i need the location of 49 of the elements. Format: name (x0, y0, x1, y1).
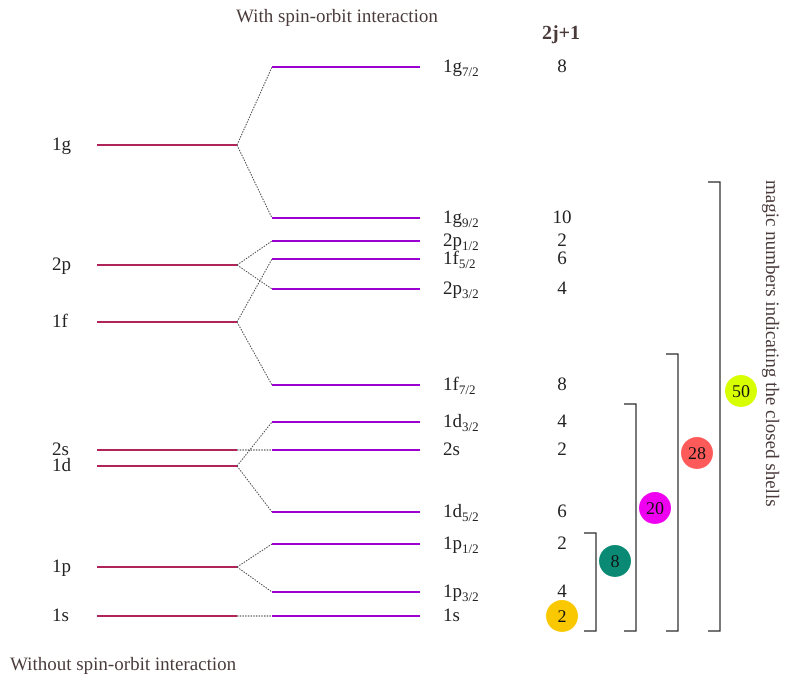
magic-number-circle: 28 (681, 437, 713, 469)
caption-text: With spin-orbit interaction (236, 6, 438, 28)
level-label: 1p$_{3/2}$ (443, 584, 480, 600)
level-label: 1g$_{9/2}$ (443, 210, 480, 226)
connector-line (236, 66, 272, 146)
level-label: 1d$_{5/2}$ (443, 504, 480, 520)
magic-number-circle: 8 (599, 545, 631, 577)
level-label: 2p$_{3/2}$ (443, 281, 480, 297)
degeneracy-value: 4 (556, 582, 568, 602)
connector-line (236, 144, 272, 218)
level-label: 1f (52, 314, 69, 330)
level-label: 1g$_{7/2}$ (443, 59, 480, 75)
level-label: 1s (52, 608, 70, 624)
magic-number-circle: 2 (546, 600, 578, 632)
connector-line (236, 566, 272, 592)
level-label: 1d$_{3/2}$ (443, 414, 480, 430)
connector-line (236, 466, 272, 512)
level-label: 2s (443, 442, 461, 458)
magic-number-circle: 50 (725, 375, 757, 407)
connector-line (236, 322, 272, 386)
level-label: 1f$_{5/2}$ (443, 251, 476, 267)
level-label: 1f$_{7/2}$ (443, 377, 476, 393)
degeneracy-value: 10 (552, 208, 572, 228)
level-label: 2p$_{1/2}$ (443, 233, 480, 249)
level-label: 2s (52, 442, 69, 458)
level-label: 1p$_{1/2}$ (443, 536, 480, 552)
column-heading: 2j+1 (542, 22, 580, 45)
degeneracy-value: 4 (556, 412, 568, 432)
level-label: 1p (52, 559, 72, 575)
caption-text: Without spin-orbit interaction (10, 654, 236, 676)
connector-line (236, 422, 272, 466)
connector-line (236, 264, 272, 290)
degeneracy-value: 2 (556, 440, 568, 460)
degeneracy-value: 2 (556, 231, 568, 251)
connector-line (236, 258, 272, 322)
level-label: 1d (52, 458, 72, 474)
level-label: 2p (52, 257, 72, 273)
connector-line (236, 544, 272, 568)
degeneracy-value: 8 (556, 57, 568, 77)
degeneracy-value: 2 (556, 534, 568, 554)
magic-number-circle: 20 (639, 492, 671, 524)
level-label: 1g (52, 137, 72, 153)
degeneracy-value: 6 (556, 249, 568, 269)
caption-text: magic numbers indicating the closed shells (760, 180, 782, 507)
level-label: 1s (443, 608, 461, 624)
degeneracy-value: 4 (556, 279, 568, 299)
connector-line (236, 240, 272, 266)
degeneracy-value: 8 (556, 375, 568, 395)
degeneracy-value: 6 (556, 502, 568, 522)
